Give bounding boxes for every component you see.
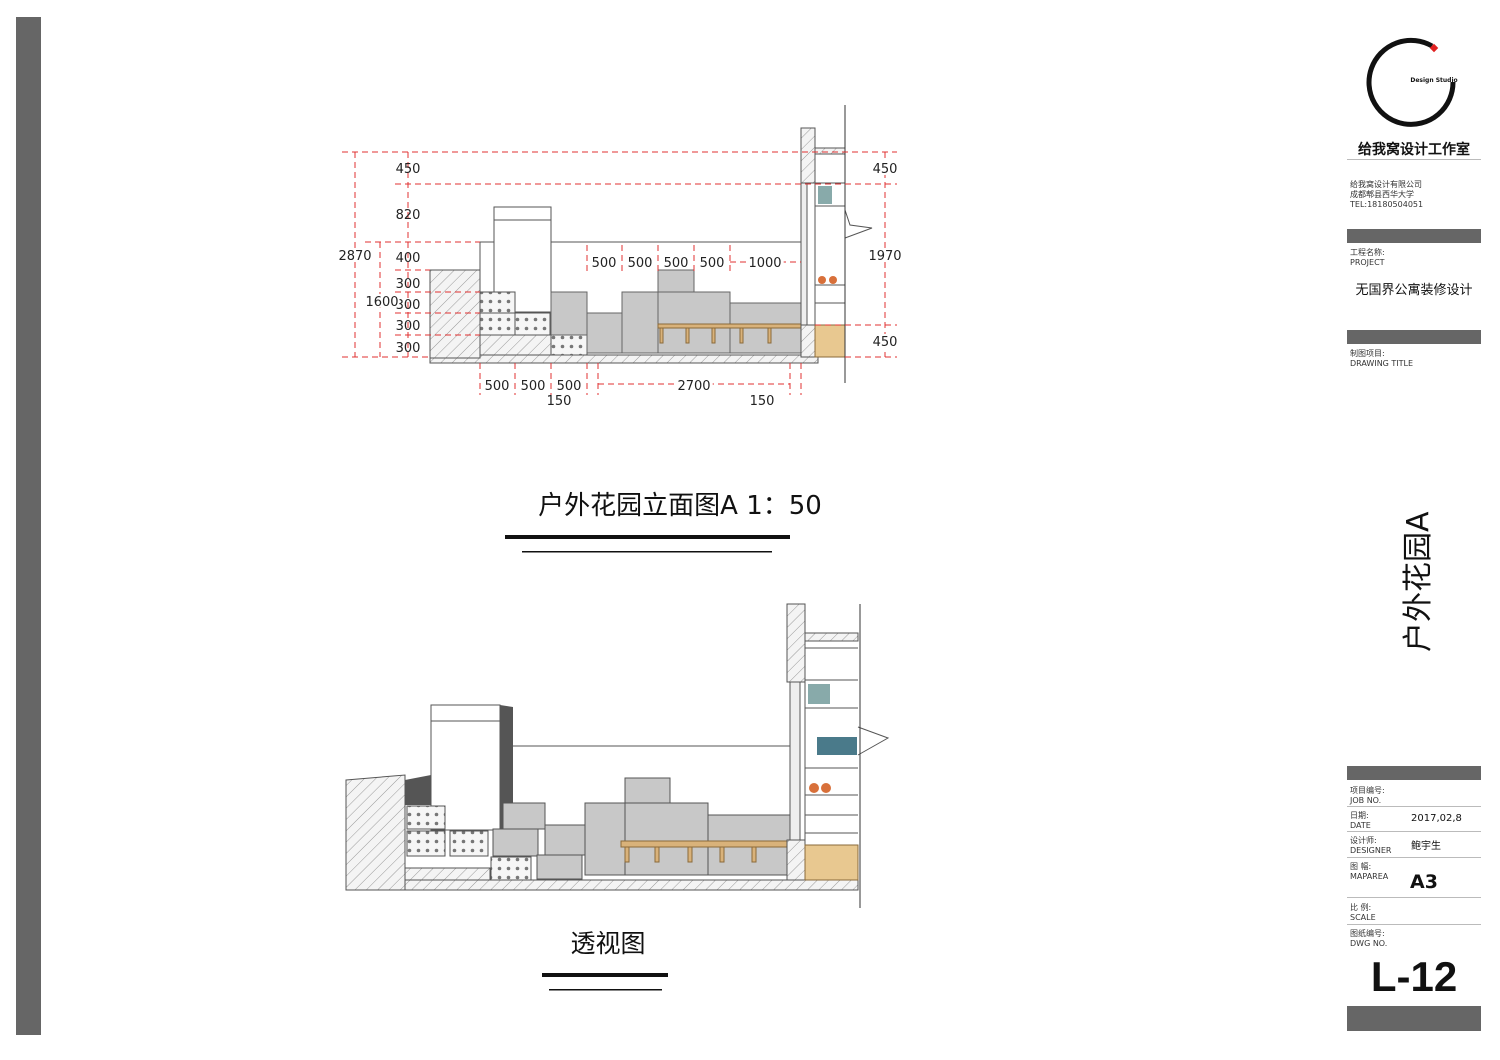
elevation-title: 户外花园立面图A 1：50 (538, 491, 822, 521)
dim-label: 300 (396, 341, 421, 356)
project-name: 无国界公寓装修设计 (1355, 283, 1473, 298)
divider-bar (1347, 1006, 1481, 1031)
window-frame (800, 182, 808, 326)
elevation-geometry (429, 105, 873, 383)
books (818, 186, 832, 204)
drawing-title-label: 制图项目:DRAWING TITLE (1350, 349, 1414, 368)
dwg-no-label: 图纸编号:DWG NO. (1350, 929, 1388, 948)
date-value: 2017,02,8 (1411, 813, 1462, 824)
dotted-box (479, 312, 516, 336)
dimension-labels: 450 820 400 300 300 300 300 2870 1600 45… (336, 160, 903, 409)
dim-label: 450 (396, 162, 421, 177)
perspective-drawing (345, 603, 890, 908)
divider-bar (1347, 229, 1481, 243)
studio-name: 给我窝设计工作室 (1358, 142, 1470, 158)
dim-label: 150 (750, 394, 775, 409)
divider-bar (1347, 330, 1481, 344)
plant-pot (818, 276, 826, 284)
company-address: 成都郫县西华大学 (1350, 190, 1414, 199)
dotted-box (406, 805, 446, 830)
logo-text: Design Studio (1410, 77, 1457, 84)
dwg-no-value: L-12 (1370, 953, 1458, 1000)
plant-pot (829, 276, 837, 284)
dimension-lines (342, 151, 897, 395)
company-info: 给我窝设计有限公司 成都郫县西华大学 TEL:18180504051 (1350, 180, 1423, 210)
dotted-box (550, 334, 588, 356)
dim-label: 500 (521, 379, 546, 394)
company-phone: TEL:18180504051 (1350, 200, 1424, 209)
dotted-box (479, 291, 516, 314)
dim-label: 1600 (365, 295, 398, 310)
title-underline-thin (549, 989, 662, 991)
dim-label: 500 (485, 379, 510, 394)
title-underline-thick (542, 973, 668, 977)
left-planter-wall (429, 269, 481, 359)
dim-label: 300 (396, 298, 421, 313)
dotted-box (514, 312, 551, 336)
plant-pot (809, 783, 819, 793)
title-underline-thin (522, 551, 772, 553)
date-label: 日期:DATE (1350, 811, 1371, 830)
perspective-title: 透视图 (570, 929, 645, 958)
wood-base (814, 324, 846, 358)
dim-label: 500 (700, 256, 725, 271)
dim-label: 150 (547, 394, 572, 409)
designer-value: 鲍宇生 (1411, 841, 1441, 852)
dim-label: 1970 (868, 249, 901, 264)
plant-pot (821, 783, 831, 793)
dim-label: 500 (628, 256, 653, 271)
designer-label: 设计师:DESIGNER (1350, 836, 1392, 855)
divider (1347, 159, 1481, 160)
bookshelf (814, 182, 873, 325)
dim-label: 2870 (338, 249, 371, 264)
vertical-sheet-title: 户外花园A (1401, 511, 1436, 652)
maparea-value: A3 (1410, 871, 1438, 893)
dim-label: 300 (396, 277, 421, 292)
dim-label: 450 (873, 162, 898, 177)
dotted-box (490, 856, 532, 881)
dim-label: 1000 (748, 256, 781, 271)
scale-label: 比 例:SCALE (1350, 903, 1376, 922)
dim-label: 500 (557, 379, 582, 394)
dim-label: 300 (396, 319, 421, 334)
project-label: 工程名称:PROJECT (1350, 248, 1385, 267)
wood-base (804, 844, 859, 881)
dim-label: 500 (664, 256, 689, 271)
books (817, 737, 857, 755)
dim-label: 400 (396, 251, 421, 266)
company-name: 给我窝设计有限公司 (1350, 180, 1422, 189)
dim-label: 450 (873, 335, 898, 350)
dim-label: 820 (396, 208, 421, 223)
job-no-label: 项目编号:JOB NO. (1350, 786, 1385, 805)
title-underline-thick (505, 535, 790, 539)
sheet-border-bar (16, 17, 41, 1035)
books (808, 684, 830, 704)
dim-label: 2700 (677, 379, 710, 394)
maparea-label: 图 幅:MAPAREA (1350, 862, 1389, 881)
divider-bar (1347, 766, 1481, 780)
dotted-box (449, 830, 489, 857)
gray-seat-blocks (550, 269, 802, 354)
dotted-box (406, 830, 446, 857)
dim-label: 500 (592, 256, 617, 271)
floor-slab (429, 354, 819, 364)
right-wall (800, 127, 816, 184)
